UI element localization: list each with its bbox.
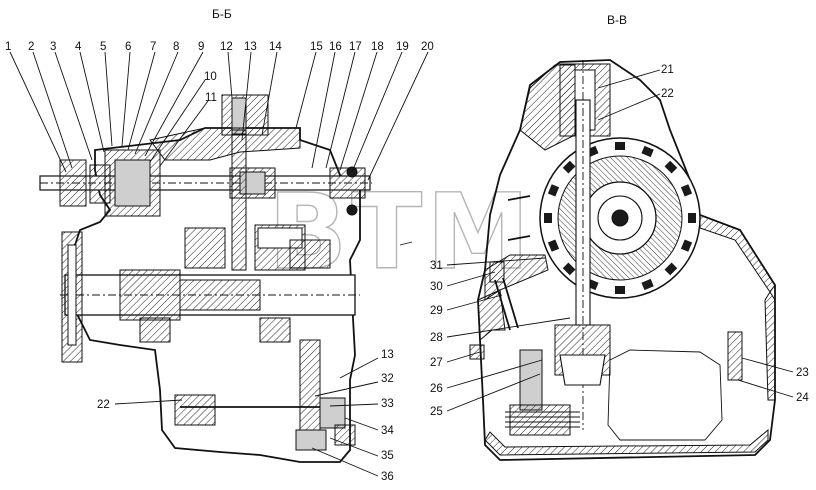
callout-22-right: 22 — [661, 88, 674, 100]
callout-10: 10 — [204, 71, 217, 83]
bolt — [562, 262, 576, 276]
right-section-view — [469, 59, 776, 461]
callout-4: 4 — [75, 41, 82, 53]
callout-27: 27 — [430, 357, 443, 369]
callouts-left-bottom: 13 32 33 34 35 36 22 — [97, 349, 394, 483]
callout-30: 30 — [430, 281, 443, 293]
callout-24: 24 — [796, 392, 809, 404]
bolt — [641, 145, 654, 158]
bolt — [641, 278, 654, 291]
bolt — [547, 184, 560, 197]
bolt — [562, 160, 576, 174]
bolt — [664, 262, 678, 276]
callout-23: 23 — [796, 367, 809, 379]
callout-15: 15 — [310, 41, 323, 53]
callout-13-lower: 13 — [381, 349, 394, 361]
callout-16: 16 — [329, 41, 342, 53]
callouts-left-top: 1 2 3 4 5 6 7 8 9 10 11 12 13 14 15 16 1… — [5, 41, 434, 104]
callout-21: 21 — [661, 64, 674, 76]
callout-3: 3 — [50, 41, 56, 53]
leaders-left-top — [9, 51, 429, 181]
callout-18: 18 — [371, 41, 384, 53]
callout-29: 29 — [430, 305, 443, 317]
callout-20: 20 — [421, 41, 434, 53]
bolt — [615, 286, 625, 294]
callout-7: 7 — [150, 41, 156, 53]
callout-12: 12 — [220, 41, 233, 53]
callout-36: 36 — [381, 471, 394, 483]
callout-28: 28 — [430, 332, 443, 344]
callout-25: 25 — [430, 406, 443, 418]
bolt — [688, 213, 696, 223]
bolt — [547, 239, 560, 252]
callout-6: 6 — [125, 41, 131, 53]
bolt — [680, 239, 693, 252]
callout-14: 14 — [269, 41, 282, 53]
callout-8: 8 — [173, 41, 179, 53]
callouts-right: 21 22 31 30 29 28 27 26 25 23 24 — [430, 64, 809, 418]
callout-32: 32 — [381, 373, 394, 385]
callout-5: 5 — [100, 41, 106, 53]
left-section-view — [39, 94, 413, 463]
view-title-right: В-В — [607, 13, 627, 27]
callout-1: 1 — [5, 41, 11, 53]
callout-34: 34 — [381, 425, 394, 437]
view-title-left: Б-Б — [212, 7, 232, 21]
bolt — [544, 213, 552, 223]
callout-2: 2 — [28, 41, 34, 53]
bolt — [615, 142, 625, 150]
bolt — [664, 160, 678, 174]
callout-13: 13 — [244, 41, 257, 53]
callout-31: 31 — [430, 260, 443, 272]
callout-26: 26 — [430, 383, 443, 395]
bolt — [680, 184, 693, 197]
callout-35: 35 — [381, 450, 394, 462]
callout-17: 17 — [349, 41, 362, 53]
callout-11: 11 — [205, 92, 217, 104]
callout-19: 19 — [396, 41, 409, 53]
callout-33: 33 — [381, 398, 394, 410]
callout-22-left: 22 — [97, 399, 110, 411]
bolt-circle — [544, 142, 696, 294]
callout-9: 9 — [198, 41, 204, 53]
